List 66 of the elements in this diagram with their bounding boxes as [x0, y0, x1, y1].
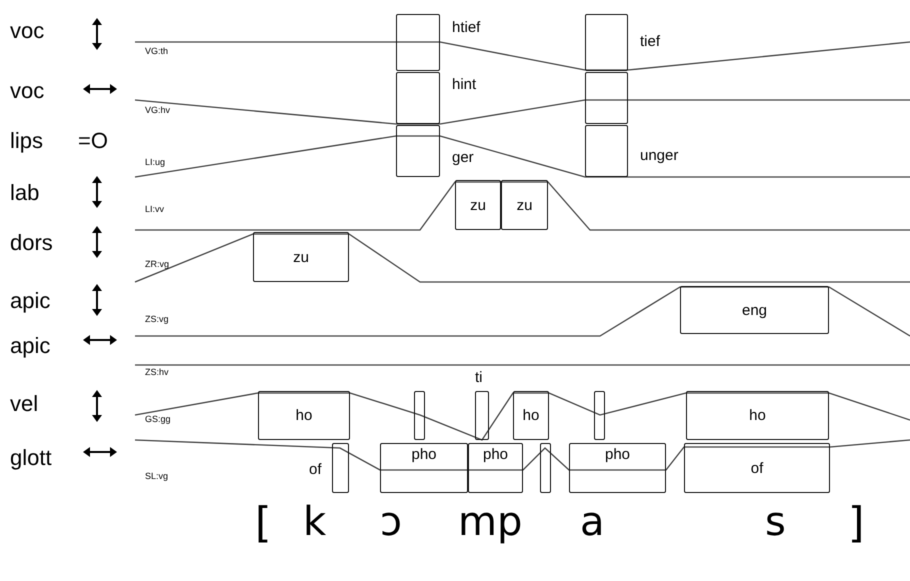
gesture-box	[253, 232, 349, 282]
gesture-label: of	[750, 460, 764, 476]
gesture-box	[594, 391, 605, 440]
gesture-label: ho	[296, 407, 312, 424]
phonetic-symbol: k	[303, 502, 326, 542]
gesture-box	[475, 391, 489, 440]
tier-code: ZR:vg	[145, 260, 170, 269]
gesture-box	[455, 180, 501, 230]
gesture-label: ti	[475, 370, 482, 385]
gesture-box	[468, 443, 523, 493]
tier-code: ZS:hv	[145, 368, 169, 377]
tier-code: SL:vg	[145, 472, 168, 481]
tier-name: apic	[10, 290, 50, 312]
tier-name: =O	[78, 130, 108, 152]
gesture-box	[332, 443, 349, 493]
phonetic-symbol: mp	[458, 502, 522, 542]
tier-code: GS:gg	[145, 415, 171, 424]
tier-name: apic	[10, 335, 50, 357]
gesture-label: tief	[640, 34, 660, 49]
gesture-box	[569, 443, 666, 493]
gesture-box	[380, 443, 468, 493]
gesture-box	[414, 391, 425, 440]
gesture-box	[501, 180, 548, 230]
tier-code: LI:vv	[145, 205, 164, 214]
gesture-box	[585, 72, 628, 124]
gesture-box	[680, 286, 829, 334]
tier-name: voc	[10, 80, 44, 102]
gesture-box	[686, 391, 829, 440]
tier-name: lab	[10, 182, 40, 204]
gesture-box	[540, 443, 551, 493]
gesture-box	[396, 125, 440, 177]
tier-name: glott	[10, 447, 52, 469]
gesture-label: ger	[452, 150, 474, 165]
phonetic-symbol: s	[765, 502, 786, 542]
gesture-label: htief	[452, 20, 480, 35]
tier-name: voc	[10, 20, 44, 42]
gesture-box	[396, 14, 440, 71]
gesture-label: of	[309, 462, 322, 477]
gesture-label: hint	[452, 77, 476, 92]
gesture-label: pho	[482, 447, 508, 462]
gesture-label: unger	[640, 148, 678, 163]
tier-name: vel	[10, 393, 38, 415]
tier-code: VG:hv	[145, 106, 170, 115]
gesture-box	[396, 72, 440, 124]
tier-name: lips	[10, 130, 44, 152]
gesture-label: ho	[522, 407, 540, 424]
gesture-box	[684, 443, 830, 493]
phonetic-symbol: ɔ	[380, 502, 402, 542]
phonetic-symbol: [	[255, 502, 272, 544]
gesture-label: pho	[411, 447, 437, 462]
gesture-label: ho	[749, 407, 766, 424]
tier-code: VG:th	[145, 47, 168, 56]
gesture-label: zu	[516, 196, 532, 214]
gesture-label: zu	[470, 196, 486, 214]
gesture-label: eng	[742, 302, 768, 318]
gesture-label: pho	[604, 447, 630, 462]
gesture-box	[258, 391, 350, 440]
phonetic-symbol: ]	[848, 502, 864, 544]
tier-code: LI:ug	[145, 158, 166, 167]
gesture-label: zu	[293, 248, 309, 266]
gesture-box	[513, 391, 549, 440]
gesture-box	[585, 125, 628, 177]
gesture-box	[585, 14, 628, 71]
phonetic-symbol: a	[580, 502, 605, 542]
tier-code: ZS:vg	[145, 315, 169, 324]
tier-name: dors	[10, 232, 53, 254]
